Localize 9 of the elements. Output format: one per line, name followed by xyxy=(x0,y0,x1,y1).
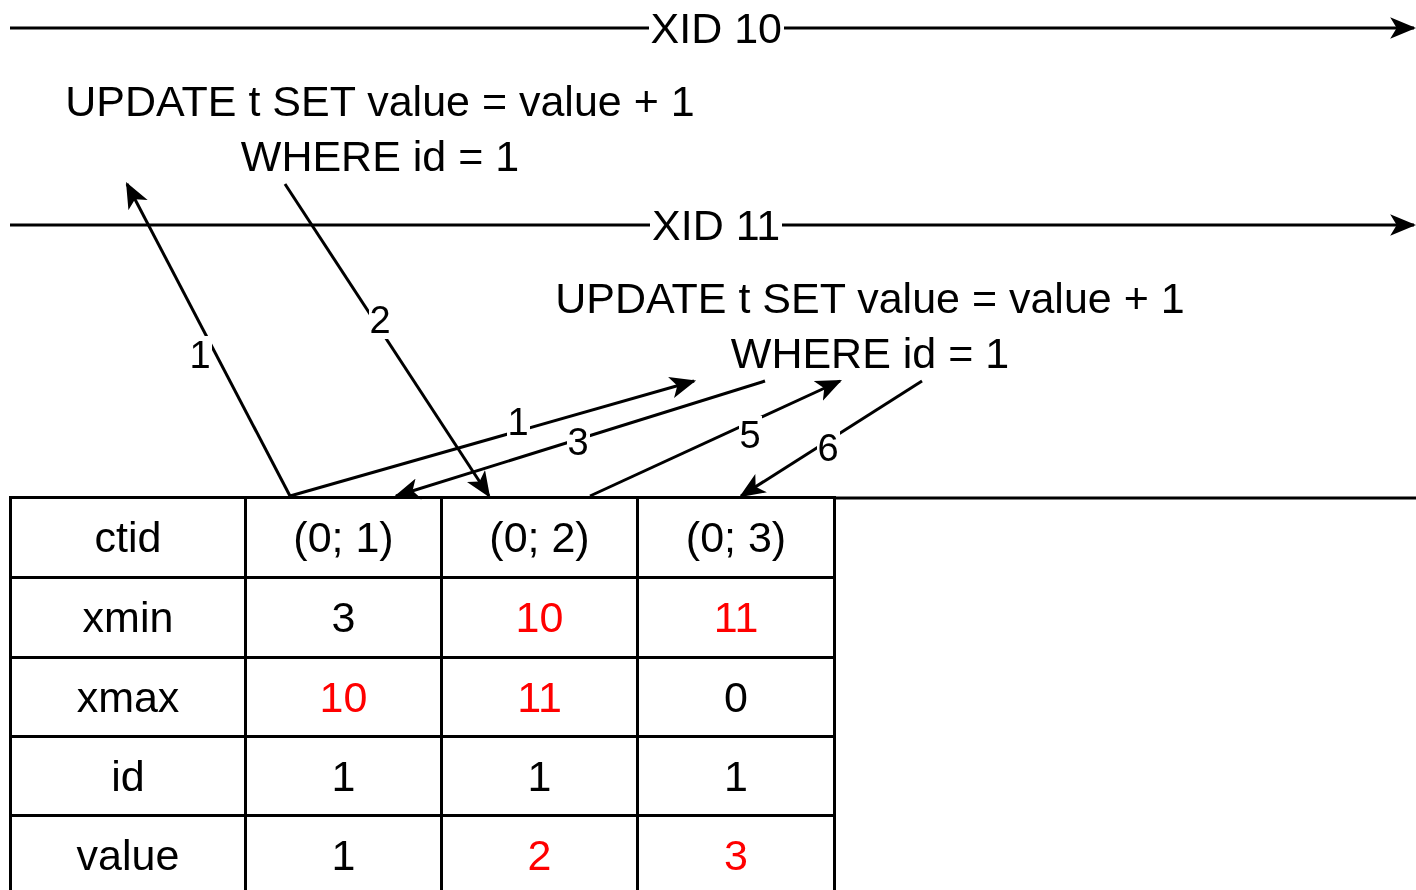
sql-statement: UPDATE t SET value = value + 1 WHERE id = 1 xyxy=(20,74,740,184)
sql-statement: UPDATE t SET value = value + 1 WHERE id = 1 xyxy=(510,271,1230,381)
arrow xyxy=(739,379,923,498)
arrow xyxy=(589,379,842,498)
arrow xyxy=(289,377,697,498)
arrow xyxy=(125,182,292,497)
column-header: (0; 3) xyxy=(636,496,836,579)
row-header: ctid xyxy=(9,496,247,579)
arrow xyxy=(283,183,491,498)
